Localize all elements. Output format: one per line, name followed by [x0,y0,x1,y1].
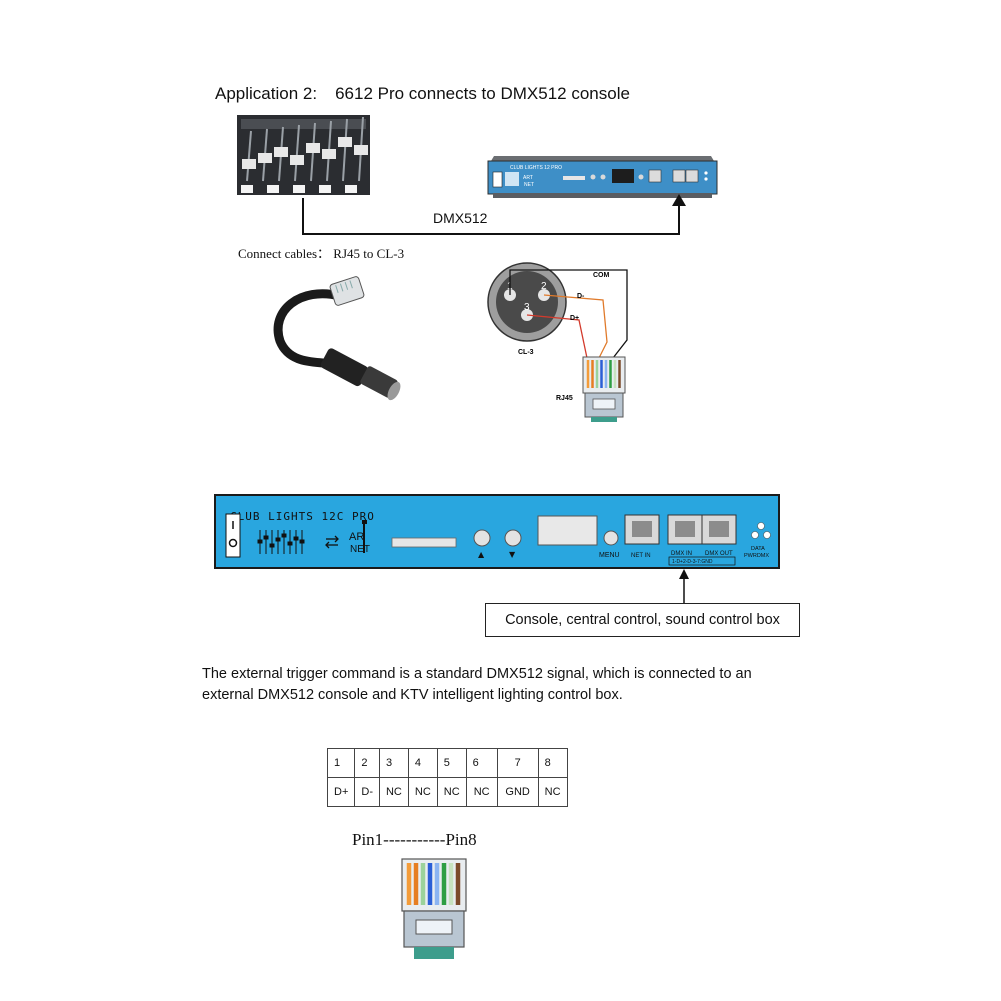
console-callout-box: Console, central control, sound control … [485,603,800,637]
data-label: DATA [751,546,765,552]
callout-arrow [679,569,689,603]
pin-number-cell: 2 [354,748,380,778]
pin-signal-cell: NC [378,777,409,807]
description-line-2: external DMX512 console and KTV intellig… [202,687,623,703]
pin-number-row: 1 2 3 4 5 6 7 8 [326,748,568,778]
connect-cables-label: Connect cables： RJ45 to CL-3 [238,246,405,261]
small-device-art: ART [523,175,533,181]
dmx-console-image [237,115,370,195]
net-in-label: NET IN [631,553,651,559]
up-arrow-icon: ▲ [478,550,485,559]
com-label: COM [593,272,610,279]
pinout-note: 1-D+2-D-3-7:GND [672,559,713,565]
pin-number-cell: 7 [496,748,539,778]
pin-signal-cell: NC [407,777,438,807]
pwr-led [751,531,759,539]
sd-card-slot[interactable] [391,537,457,548]
description-text: The external trigger command is a standa… [202,664,822,706]
menu-label: MENU [599,552,620,559]
title-prefix: Application 2: [215,84,318,103]
net-logo: NET [350,544,370,555]
menu-button[interactable] [603,530,619,546]
cl3-label: CL-3 [518,349,534,356]
small-device-net: NET [524,182,534,188]
pin-signal-row: D+ D- NC NC NC NC GND NC [326,777,568,807]
dmx-out-port[interactable] [701,514,737,545]
xlr-rj45-wiring-diagram: 1 2 3 COM D- D+ CL-3 RJ45 [487,262,628,422]
pin-signal-cell: NC [537,777,568,807]
pin-signal-cell: GND [496,777,539,807]
pin-signal-cell: D+ [326,777,356,807]
data-led [757,522,765,530]
rj45-plug-small [582,356,626,422]
device-front-panel: CLUB LIGHTS 12C PRO AR NET ▲ ▼ [214,494,780,569]
title-text: 6612 Pro connects to DMX512 console [335,84,630,103]
dminus-label: D- [577,293,585,300]
xlr-pin-2: 2 [541,281,547,292]
pin-number-cell: 1 [326,748,356,778]
swap-arrows-icon [325,535,339,549]
rj45-plug-large [401,858,467,959]
small-device-brand: CLUB LIGHTS 12 PRO [510,165,562,171]
application-title: Application 2: 6612 Pro connects to DMX51… [215,84,630,104]
pin-number-cell: 3 [378,748,409,778]
pin-signal-cell: NC [436,777,467,807]
pwr-dmx-label: PWRDMX [744,553,769,559]
dmx512-label: DMX512 [433,210,488,226]
pin-number-cell: 8 [537,748,568,778]
pin-number-cell: 6 [465,748,498,778]
up-button[interactable] [473,529,491,547]
pin-number-cell: 5 [436,748,467,778]
device-photo: CLUB LIGHTS 12 PRO ART NET [487,156,718,198]
rj45-pin-table: 1 2 3 4 5 6 7 8 D+ D- NC NC NC NC GND NC [326,748,568,807]
dplus-label: D+ [570,315,579,322]
pin-range-label: Pin1-----------Pin8 [352,830,477,849]
pin-signal-cell: D- [354,777,380,807]
down-arrow-icon: ▼ [509,550,516,559]
xlr-pin-3: 3 [524,302,530,313]
device-brand: CLUB LIGHTS 12C PRO [230,510,375,523]
display-screen [537,515,598,546]
rj45-label: RJ45 [556,395,573,402]
dmx-connection-line [302,194,686,235]
net-in-port[interactable] [624,514,660,545]
down-button[interactable] [504,529,522,547]
pin-signal-cell: NC [465,777,498,807]
pin-number-cell: 4 [407,748,438,778]
fader-logo-icon [257,530,305,554]
dmx-out-label: DMX OUT [705,551,733,557]
art-logo: AR [349,531,364,543]
dmx-in-port[interactable] [667,514,703,545]
dmx-led [763,531,771,539]
rj45-to-xlr-cable [273,276,401,401]
description-line-1: The external trigger command is a standa… [202,666,752,682]
power-switch[interactable] [225,513,241,558]
dmx-in-label: DMX IN [671,551,692,557]
